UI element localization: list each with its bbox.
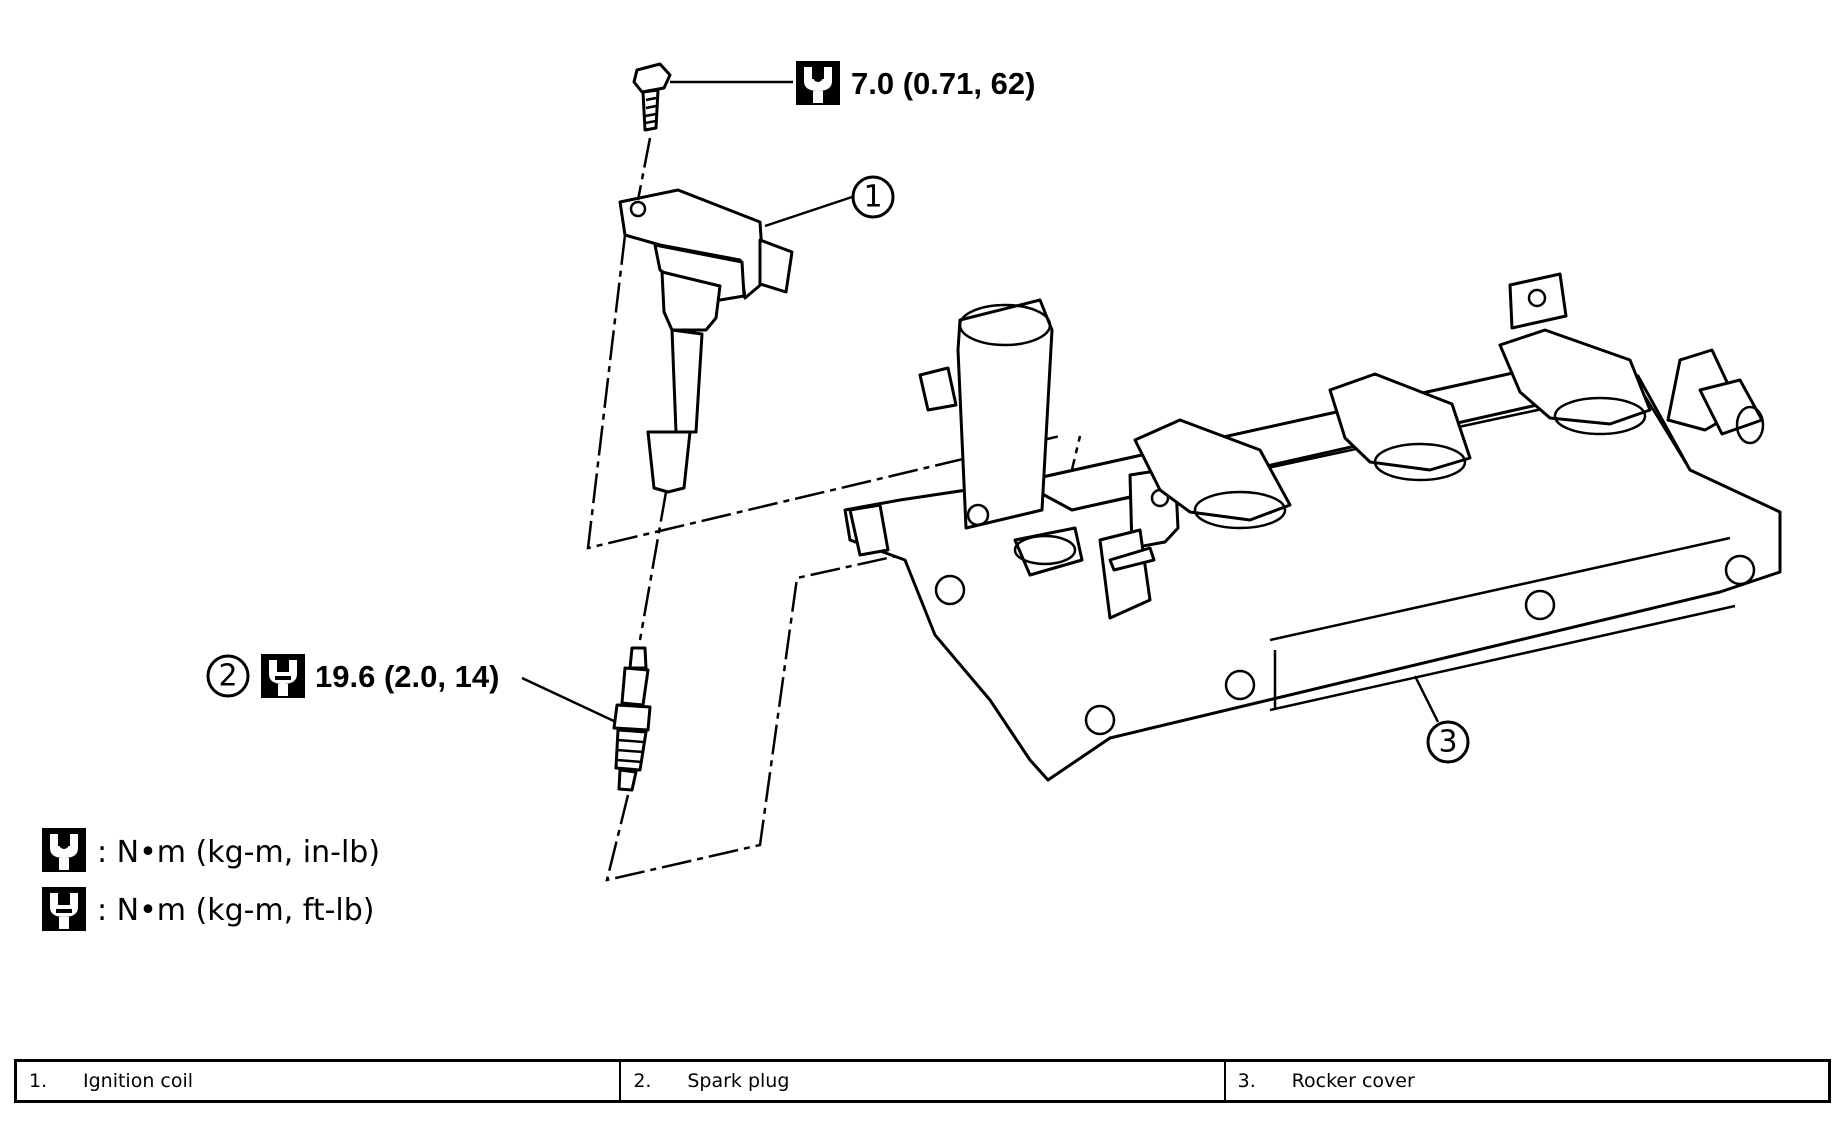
legend-item-in-lb: : N•m (kg-m, in-lb): [97, 835, 380, 870]
callout-1-number: 1: [863, 180, 882, 215]
rocker-cover-leader: [1413, 675, 1440, 723]
parts-table: 1. Ignition coil 2. Spark plug 3. Rocker…: [14, 1059, 1831, 1103]
spark-plug-torque-spec: 19.6 (2.0, 14): [315, 659, 499, 694]
spark-plug-leader: [521, 676, 617, 724]
torque-legend: : N•m (kg-m, in-lb) : N•m (kg-m, ft-lb): [42, 828, 380, 931]
torque-wrench-outline-icon: [261, 654, 305, 698]
part-number: 2.: [633, 1070, 652, 1092]
installation-guide-line: [586, 234, 1061, 550]
part-name: Ignition coil: [83, 1070, 194, 1092]
callout-3: 3: [1426, 720, 1470, 764]
installation-guide-line: [636, 137, 652, 201]
table-cell-ignition-coil: 1. Ignition coil: [17, 1062, 622, 1100]
table-cell-rocker-cover: 3. Rocker cover: [1226, 1062, 1828, 1100]
callout-1: 1: [851, 175, 895, 219]
torque-wrench-outline-icon: [42, 887, 86, 931]
table-cell-spark-plug: 2. Spark plug: [621, 1062, 1226, 1100]
part-name: Rocker cover: [1291, 1070, 1415, 1092]
installation-guide-line: [638, 491, 668, 641]
ignition-coil: [618, 188, 794, 494]
part-name: Spark plug: [687, 1070, 790, 1092]
legend-item-ft-lb: : N•m (kg-m, ft-lb): [97, 893, 375, 928]
bolt: [632, 62, 672, 132]
part-number: 1.: [29, 1070, 48, 1092]
callout-3-number: 3: [1438, 725, 1457, 760]
callout-2: 2: [206, 654, 250, 698]
part-number: 3.: [1237, 1070, 1256, 1092]
coil-leader: [764, 195, 853, 228]
spark-plug: [612, 646, 652, 792]
rocker-cover: [843, 272, 1782, 782]
callout-2-number: 2: [218, 659, 237, 694]
torque-wrench-filled-icon: [42, 828, 86, 872]
bolt-torque-spec: 7.0 (0.71, 62): [851, 66, 1035, 101]
torque-wrench-filled-icon: [796, 61, 840, 105]
